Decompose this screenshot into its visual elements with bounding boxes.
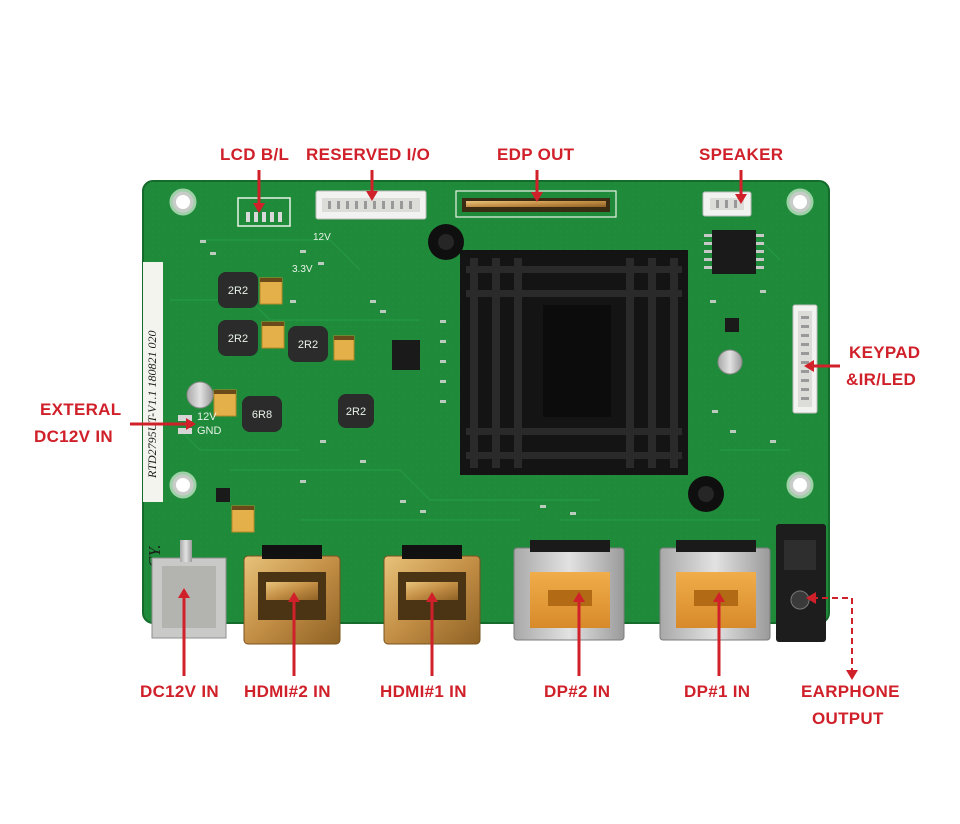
- label-dc12v-in: DC12V IN: [140, 682, 219, 701]
- keypad-connector: [792, 304, 818, 414]
- electrolytic-cap: [186, 381, 214, 409]
- tantalum-capacitors: [213, 277, 355, 533]
- inductor-label: 2R2: [228, 333, 248, 345]
- label-lcd-bl: LCD B/L: [220, 145, 290, 164]
- mounting-holes: [169, 188, 814, 499]
- label-exteral-dc12v: DC12V IN: [34, 427, 113, 446]
- hdmi2-port: [243, 545, 341, 645]
- label-edp-out: EDP OUT: [497, 145, 575, 164]
- label-hdmi1-in: HDMI#1 IN: [380, 682, 467, 701]
- silk-3v3: 3.3V: [292, 264, 313, 275]
- silk-12v: 12V: [313, 232, 331, 243]
- inductors: 2R2 2R2 2R2 6R8 2R2: [218, 272, 374, 432]
- heatsink: [428, 224, 724, 512]
- label-reserved-io: RESERVED I/O: [306, 145, 431, 164]
- silk-gnd: GND: [197, 425, 222, 437]
- label-dp2-in: DP#2 IN: [544, 682, 611, 701]
- dp1-port: [659, 540, 771, 641]
- inductor-label: 2R2: [298, 339, 318, 351]
- label-earphone: EARPHONE: [801, 682, 900, 701]
- earphone-callout: [812, 597, 853, 672]
- label-hdmi2-in: HDMI#2 IN: [244, 682, 331, 701]
- audio-ic: [704, 230, 764, 274]
- label-dp1-in: DP#1 IN: [684, 682, 751, 701]
- lcd-backlight-connector: [237, 197, 291, 227]
- dp2-port: [513, 540, 625, 641]
- reserved-io-connector: [315, 190, 427, 220]
- label-sticker: [143, 262, 163, 502]
- silk-12v-ext: 12V: [197, 411, 217, 423]
- label-keypad: KEYPAD: [849, 343, 921, 362]
- earphone-jack: [776, 524, 826, 642]
- inductor-label: 2R2: [346, 406, 366, 418]
- inductor-label: 6R8: [252, 409, 272, 421]
- label-ir-led: &IR/LED: [846, 370, 917, 389]
- label-exteral: EXTERAL: [40, 400, 122, 419]
- callout-lines: [130, 170, 840, 676]
- electrolytic-cap: [717, 349, 743, 375]
- regulator-ic: [392, 340, 420, 370]
- model-silkscreen: RTD2795UT-V1.1 180821 020: [145, 331, 159, 479]
- label-output: OUTPUT: [812, 709, 884, 728]
- label-speaker: SPEAKER: [699, 145, 784, 164]
- inductor-label: 2R2: [228, 285, 248, 297]
